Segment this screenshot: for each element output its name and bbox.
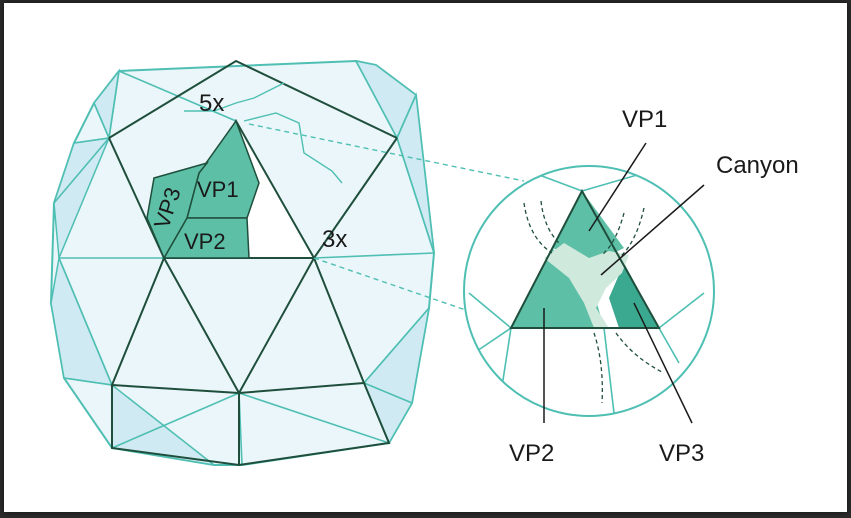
capsid-central-triangle <box>146 118 316 260</box>
zoom-triangle-outline <box>509 188 661 329</box>
label-capsid-vp1: VP1 <box>197 177 239 202</box>
label-zoom-canyon: Canyon <box>716 152 799 179</box>
zoom-connectors <box>248 123 525 319</box>
label-capsid-vp2: VP2 <box>184 229 226 254</box>
capsid-diagram: 5x 3x VP1 VP2 VP3 <box>49 59 799 467</box>
label-5x: 5x <box>199 90 224 117</box>
zoom-leader-lines <box>543 142 705 424</box>
capsid-canyon-lines <box>184 82 343 184</box>
zoom-canyon-region <box>544 243 629 328</box>
label-zoom-vp3: VP3 <box>659 440 704 467</box>
figure-canvas: 5x 3x VP1 VP2 VP3 <box>4 3 847 512</box>
vp3-region <box>146 161 210 260</box>
label-3x: 3x <box>322 226 347 253</box>
label-zoom-vp1: VP1 <box>622 106 667 133</box>
magnified-view: VP1 Canyon VP2 VP3 <box>463 106 799 467</box>
zoom-dashed-curves <box>523 200 665 404</box>
label-zoom-vp2: VP2 <box>509 440 554 467</box>
zoom-vp3-region <box>609 263 659 328</box>
icosahedral-capsid: 5x 3x VP1 VP2 VP3 <box>49 59 525 467</box>
zoom-lattice <box>468 172 705 414</box>
zoom-vp2-region <box>511 248 604 328</box>
zoom-vp1-region <box>552 191 624 263</box>
